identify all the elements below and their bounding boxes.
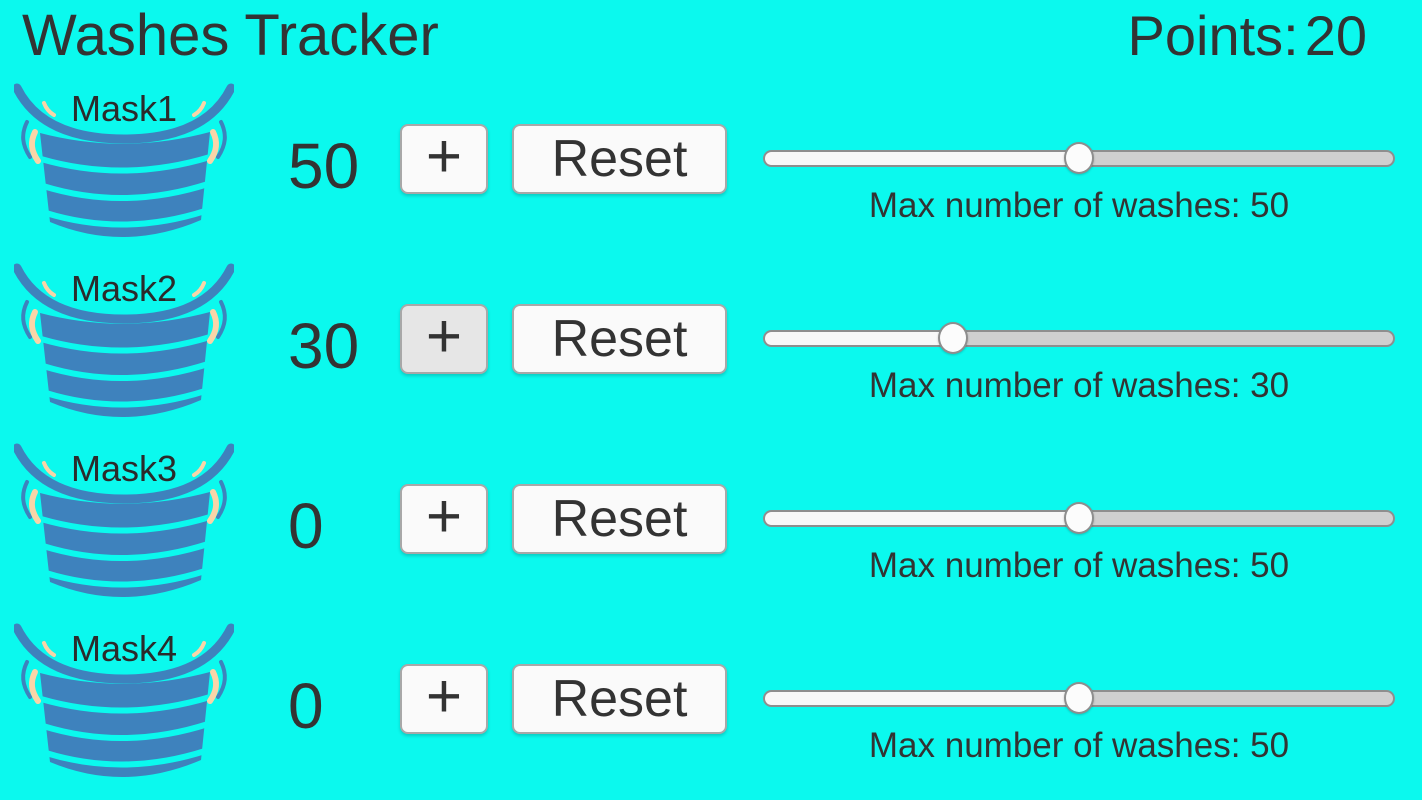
max-washes-label: Max number of washes: 50 [868, 726, 1290, 765]
wash-count: 50 [288, 130, 360, 202]
plus-button[interactable]: + [400, 482, 488, 554]
face-mask-icon [14, 623, 234, 778]
max-washes-label: Max number of washes: 50 [868, 186, 1290, 225]
reset-button[interactable]: Reset [512, 484, 727, 554]
wash-count: 30 [288, 310, 360, 382]
mask: Mask2 [14, 262, 234, 432]
slider-track[interactable] [763, 330, 1395, 347]
points-label: Points: [1127, 4, 1299, 67]
slider-thumb[interactable] [937, 322, 968, 354]
mask-row: Mask4 0 + Reset Max number of washes: 50 [0, 620, 1422, 800]
plus-button[interactable]: + [400, 122, 488, 194]
reset-button[interactable]: Reset [512, 124, 727, 194]
mask: Mask1 [14, 82, 234, 252]
slider-fill [765, 692, 1079, 705]
face-mask-icon [14, 83, 234, 238]
mask-label: Mask2 [70, 268, 178, 309]
mask-label: Mask1 [70, 88, 178, 129]
mask-row: Mask1 50 + Reset Max number of washes: 5… [0, 80, 1422, 260]
plus-button[interactable]: + [400, 662, 488, 734]
max-washes-slider[interactable] [763, 502, 1395, 534]
slider-fill [765, 332, 954, 345]
wash-count: 0 [288, 670, 324, 742]
max-washes-slider[interactable] [763, 142, 1395, 174]
mask-row: Mask2 30 + Reset Max number of washes: 3… [0, 260, 1422, 440]
slider-thumb[interactable] [1064, 142, 1094, 174]
face-mask-icon [14, 263, 234, 418]
wash-count: 0 [288, 490, 324, 562]
mask: Mask4 [14, 622, 234, 792]
mask-label: Mask4 [70, 628, 178, 669]
max-washes-label: Max number of washes: 50 [868, 546, 1290, 585]
max-washes-slider[interactable] [763, 682, 1395, 714]
page-title: Washes Tracker [22, 3, 439, 68]
reset-button[interactable]: Reset [512, 664, 727, 734]
mask-label: Mask3 [70, 448, 178, 489]
max-washes-slider[interactable] [763, 322, 1395, 354]
max-washes-label: Max number of washes: 30 [868, 366, 1290, 405]
points-display: Points: 20 [1128, 2, 1368, 70]
slider-thumb[interactable] [1064, 682, 1094, 714]
slider-thumb[interactable] [1064, 502, 1094, 534]
mask-row: Mask3 0 + Reset Max number of washes: 50 [0, 440, 1422, 620]
face-mask-icon [14, 443, 234, 598]
reset-button[interactable]: Reset [512, 304, 727, 374]
slider-fill [765, 512, 1079, 525]
plus-button[interactable]: + [400, 302, 488, 374]
mask: Mask3 [14, 442, 234, 612]
slider-fill [765, 152, 1079, 165]
points-value: 20 [1304, 4, 1367, 67]
